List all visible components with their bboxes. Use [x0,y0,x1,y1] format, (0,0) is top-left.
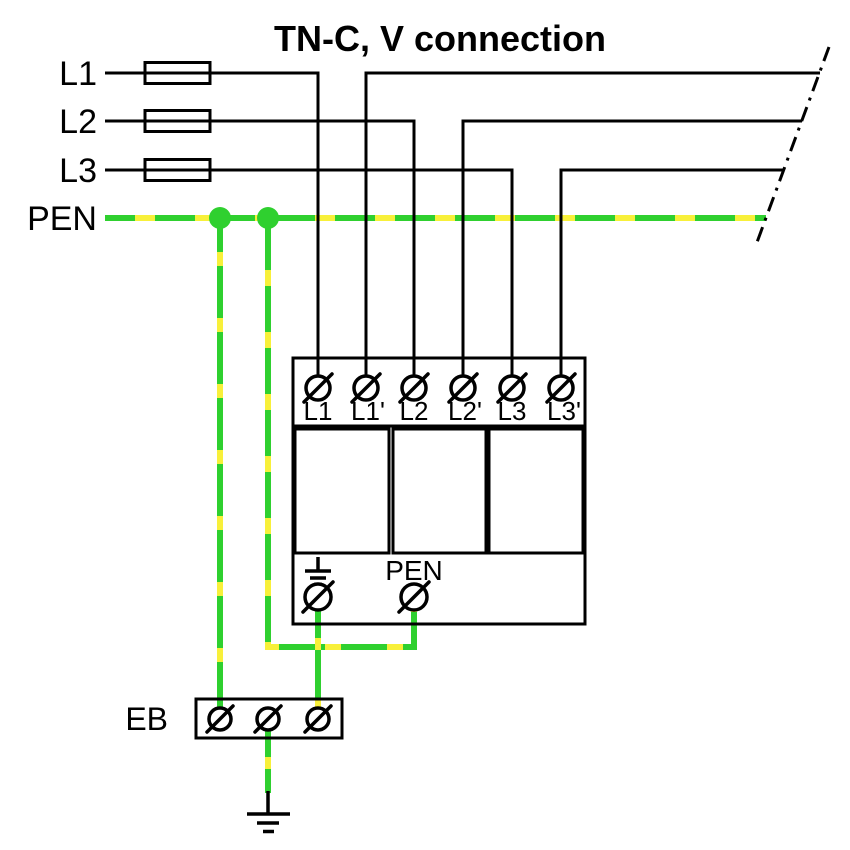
spd-terminal-label-l3p: L3' [547,396,581,426]
ground-symbol-icon [247,791,290,834]
terminal-eb-3 [303,704,333,734]
terminal-l1-screw-slash [302,372,334,404]
fuse-l2-icon [143,109,212,133]
spd-pen-terminal-label: PEN [385,555,443,586]
terminal-eb-1 [205,704,235,734]
terminal-l2p [447,372,479,404]
terminal-l3p [545,372,577,404]
spd-bottom-terminals [301,557,431,614]
terminal-spd-pen-screw-slash [397,580,431,614]
diagram-title: TN-C, V connection [274,18,606,59]
spd-terminals [302,372,577,404]
spd-device [291,356,587,626]
terminal-l1p-screw-slash [350,372,382,404]
spd-earth-symbol-icon [305,557,331,587]
terminal-l3 [496,372,528,404]
terminal-spd-earth-screw-slash [301,580,335,614]
eb-bar [194,697,344,740]
spd-module-2 [391,427,488,555]
pen-junction-dot-1 [209,207,231,229]
terminal-eb-2-screw-slash [253,704,283,734]
terminal-eb-2 [253,704,283,734]
terminal-eb-1-screw-slash [205,704,235,734]
cut-line-icon [754,46,831,246]
spd-terminal-label-l3: L3 [498,396,527,426]
feeder-label-l2: L2 [59,103,97,141]
terminal-spd-pen [397,580,431,614]
feeder-label-l3: L3 [59,152,97,190]
pen-junctions [209,207,279,229]
eb-label: EB [125,701,168,737]
terminal-l1 [302,372,334,404]
fuse-l3-icon [143,158,212,182]
terminal-eb-3-screw-slash [303,704,333,734]
spd-terminal-label-l1p: L1' [351,396,385,426]
spd-terminal-label-l2: L2 [400,396,429,426]
pen-earth-wires-yellow-marks [105,215,766,793]
l3-supply-wire [105,168,514,377]
fuse-l1-icon [143,61,212,85]
pen-junction-dot-2 [257,207,279,229]
pen-to-spd-wire-stripe [265,218,417,650]
l1-supply-wire [105,71,320,377]
terminal-spd-earth [301,580,335,614]
spd-module-3 [487,427,585,555]
terminal-l2p-screw-slash [447,372,479,404]
fuses [143,61,212,182]
feeder-label-pen: PEN [27,200,97,238]
spd-terminal-label-l1: L1 [304,396,333,426]
phase-conductors [105,71,820,377]
l1-load-wire [364,71,820,377]
l3-load-wire [559,168,783,377]
l2-supply-wire [105,119,416,377]
pen-earth-wires [105,215,766,793]
eb-bar-outline [194,697,344,740]
terminal-l2-screw-slash [398,372,430,404]
spd-terminal-label-l2p: L2' [448,396,482,426]
spd-module-1 [293,427,391,555]
terminal-l3-screw-slash [496,372,528,404]
l2-load-wire [461,119,802,377]
feeder-label-l1: L1 [59,55,97,93]
spd-outline [291,356,587,626]
terminal-l1p [350,372,382,404]
terminal-l3p-screw-slash [545,372,577,404]
terminal-l2 [398,372,430,404]
